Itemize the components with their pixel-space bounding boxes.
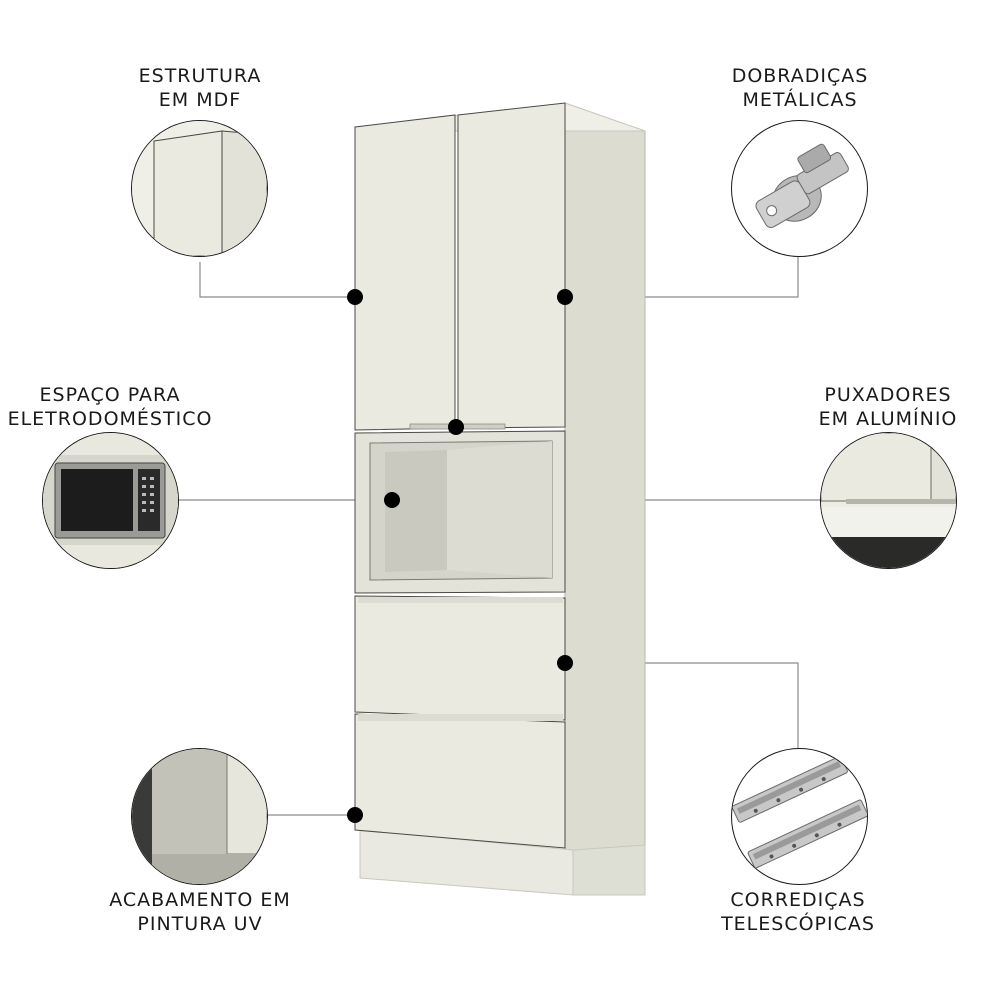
- microwave-niche-icon: [42, 432, 179, 569]
- connector-estrutura: [199, 262, 355, 298]
- label-estrutura-line1: ESTRUTURA: [138, 65, 262, 87]
- mdf-panel-closeup-icon: [131, 120, 268, 257]
- drawer-lower-handle: [358, 714, 563, 721]
- label-dobradicas: DOBRADIÇAS METÁLICAS: [690, 64, 910, 112]
- label-dobradicas-line2: METÁLICAS: [742, 89, 858, 111]
- marker-acabamento: [347, 807, 363, 823]
- marker-estrutura: [347, 289, 363, 305]
- upper-door-left: [354, 114, 456, 431]
- label-corredicas-line1: CORREDIÇAS: [730, 889, 866, 911]
- cabinet-side-panel: [564, 102, 646, 871]
- marker-espaco: [384, 492, 400, 508]
- label-puxadores-line1: PUXADORES: [824, 384, 952, 406]
- niche-back-right: [447, 441, 552, 578]
- label-puxadores: PUXADORES EM ALUMÍNIO: [778, 383, 998, 431]
- telescopic-slide-icon: [731, 748, 868, 885]
- label-estrutura-line2: EM MDF: [158, 89, 242, 111]
- label-espaco-line2: ELETRODOMÉSTICO: [7, 408, 213, 430]
- label-corredicas-line2: TELESCÓPICAS: [721, 913, 875, 935]
- upper-door-right: [457, 102, 566, 429]
- label-espaco: ESPAÇO PARA ELETRODOMÉSTICO: [0, 383, 220, 431]
- label-puxadores-line2: EM ALUMÍNIO: [818, 408, 958, 430]
- cabinet-plinth-side: [572, 844, 646, 896]
- marker-dobradicas: [557, 289, 573, 305]
- drawer-upper-handle: [358, 597, 563, 603]
- drawer-upper: [354, 595, 566, 721]
- aluminum-handle-icon: [820, 432, 957, 569]
- label-acabamento-line2: PINTURA UV: [137, 913, 263, 935]
- label-acabamento-line1: ACABAMENTO EM: [109, 889, 291, 911]
- niche-back: [385, 450, 447, 572]
- label-espaco-line1: ESPAÇO PARA: [39, 384, 181, 406]
- metal-hinge-icon: [731, 120, 868, 257]
- label-estrutura: ESTRUTURA EM MDF: [100, 64, 300, 112]
- label-acabamento: ACABAMENTO EM PINTURA UV: [80, 888, 320, 936]
- label-corredicas: CORREDIÇAS TELESCÓPICAS: [688, 888, 908, 936]
- drawer-lower: [354, 713, 566, 849]
- uv-finish-closeup-icon: [131, 748, 268, 885]
- marker-corredicas: [557, 655, 573, 671]
- marker-puxadores: [448, 419, 464, 435]
- label-dobradicas-line1: DOBRADIÇAS: [731, 65, 869, 87]
